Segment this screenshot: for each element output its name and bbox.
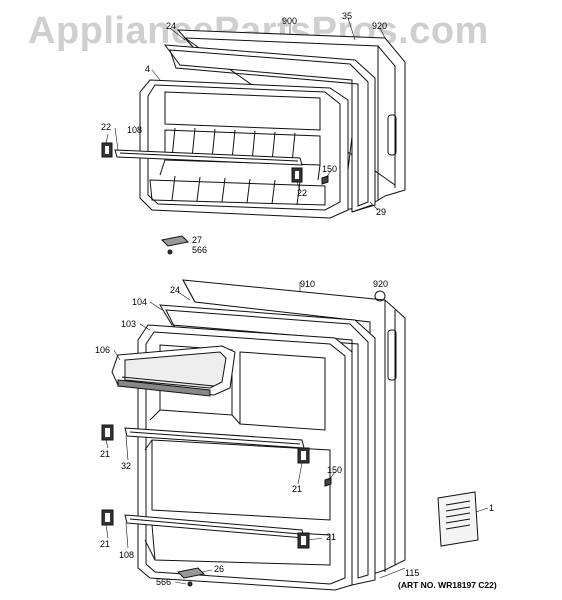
callout-lower-24: 24 [170,285,181,295]
upper-stop-150 [321,175,329,185]
lower-clip-21-lower-left [101,509,114,526]
art-number: (ART NO. WR18197 C22) [398,580,497,590]
callout-lower-21-upper-right: 21 [292,484,303,494]
callout-upper-108: 108 [127,125,143,135]
callout-lower-103: 103 [121,319,137,329]
callout-lower-106: 106 [95,345,111,355]
callout-upper-150: 150 [322,164,338,174]
callout-lower-108: 108 [119,550,135,560]
upper-door-gasket [163,44,376,213]
callout-lower-910: 910 [300,279,316,289]
upper-door-shelf-bar [114,149,303,166]
lower-clip-21-upper-right [297,447,310,464]
callout-upper-27: 27 [192,235,203,245]
callout-lower-21-lower-right: 21 [326,532,337,542]
callout-upper-22-right: 22 [297,188,308,198]
callout-lower-150: 150 [327,465,343,475]
upper-clip-left [101,142,113,158]
lower-clip-21-lower-right [297,532,310,549]
callout-lower-21-upper-left: 21 [100,449,111,459]
upper-door-liner [139,79,349,219]
callout-upper-900: 900 [282,16,298,26]
callout-upper-920: 920 [372,21,388,31]
lower-clip-21-upper-left [101,424,114,441]
callout-upper-35: 35 [342,11,353,21]
lower-stop-150 [324,477,332,487]
upper-clip-right [291,167,303,183]
callout-lower-104: 104 [132,297,148,307]
lower-door-outer-panel [182,279,406,576]
callout-lower-1: 1 [489,503,495,513]
callout-lower-920: 920 [373,279,389,289]
callout-upper-22-left: 22 [101,122,112,132]
callout-lower-566: 566 [156,577,172,587]
callout-lower-32: 32 [121,461,132,471]
callout-upper-566: 566 [192,245,208,255]
upper-leader-lines [105,17,386,211]
callout-upper-24: 24 [166,21,177,31]
installation-booklet [437,491,479,547]
lower-leader-lines [105,282,489,585]
callout-lower-26: 26 [214,564,225,574]
callout-lower-21-lower-left: 21 [100,539,111,549]
callout-lower-115: 115 [405,568,420,578]
callout-upper-4: 4 [145,64,151,74]
upper-hinge-27 [160,235,190,255]
lower-hinge-26 [176,567,206,587]
lower-dairy-door-106 [111,345,236,397]
callout-upper-29: 29 [376,207,387,217]
